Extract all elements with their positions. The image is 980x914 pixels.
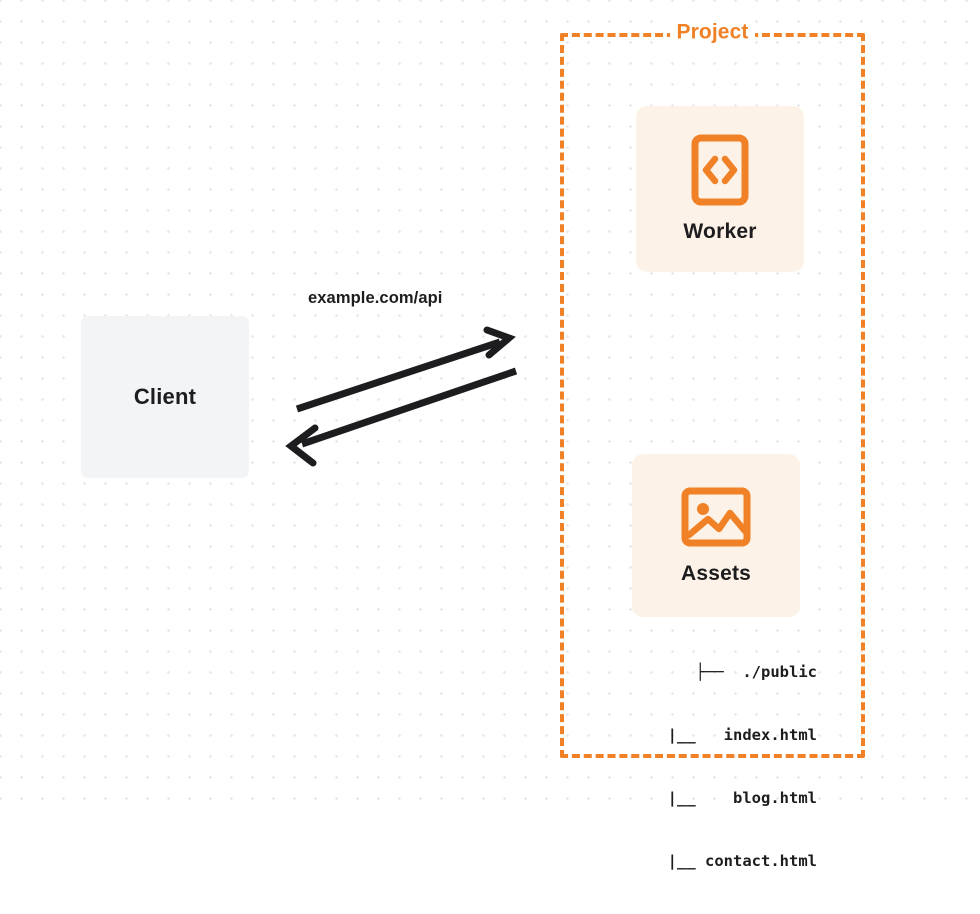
image-picture-icon (681, 486, 751, 548)
response-arrow (285, 367, 518, 467)
worker-card-label: Worker (683, 220, 757, 243)
file-tree-row: ├── ./public (695, 663, 817, 681)
request-arrow (295, 326, 516, 413)
code-brackets-icon (691, 134, 749, 206)
client-node-label: Client (133, 384, 197, 409)
diagram-canvas: Client example.com/api Project W (0, 0, 980, 870)
assets-card-label: Assets (680, 561, 752, 585)
client-node[interactable]: Client (81, 316, 249, 478)
worker-card[interactable]: Worker (636, 106, 804, 272)
project-container: Project Worker Assets (560, 20, 865, 870)
asset-file-tree: ├── ./public |__ index.html |__ blog.htm… (609, 620, 817, 914)
request-url-label: example.com/api (308, 289, 443, 307)
project-title: Project (669, 20, 756, 45)
file-tree-row: |__ blog.html (639, 789, 817, 807)
file-tree-row: |__ contact.html (639, 852, 817, 870)
file-tree-row: |__ index.html (639, 726, 817, 744)
assets-card[interactable]: Assets (632, 454, 800, 617)
